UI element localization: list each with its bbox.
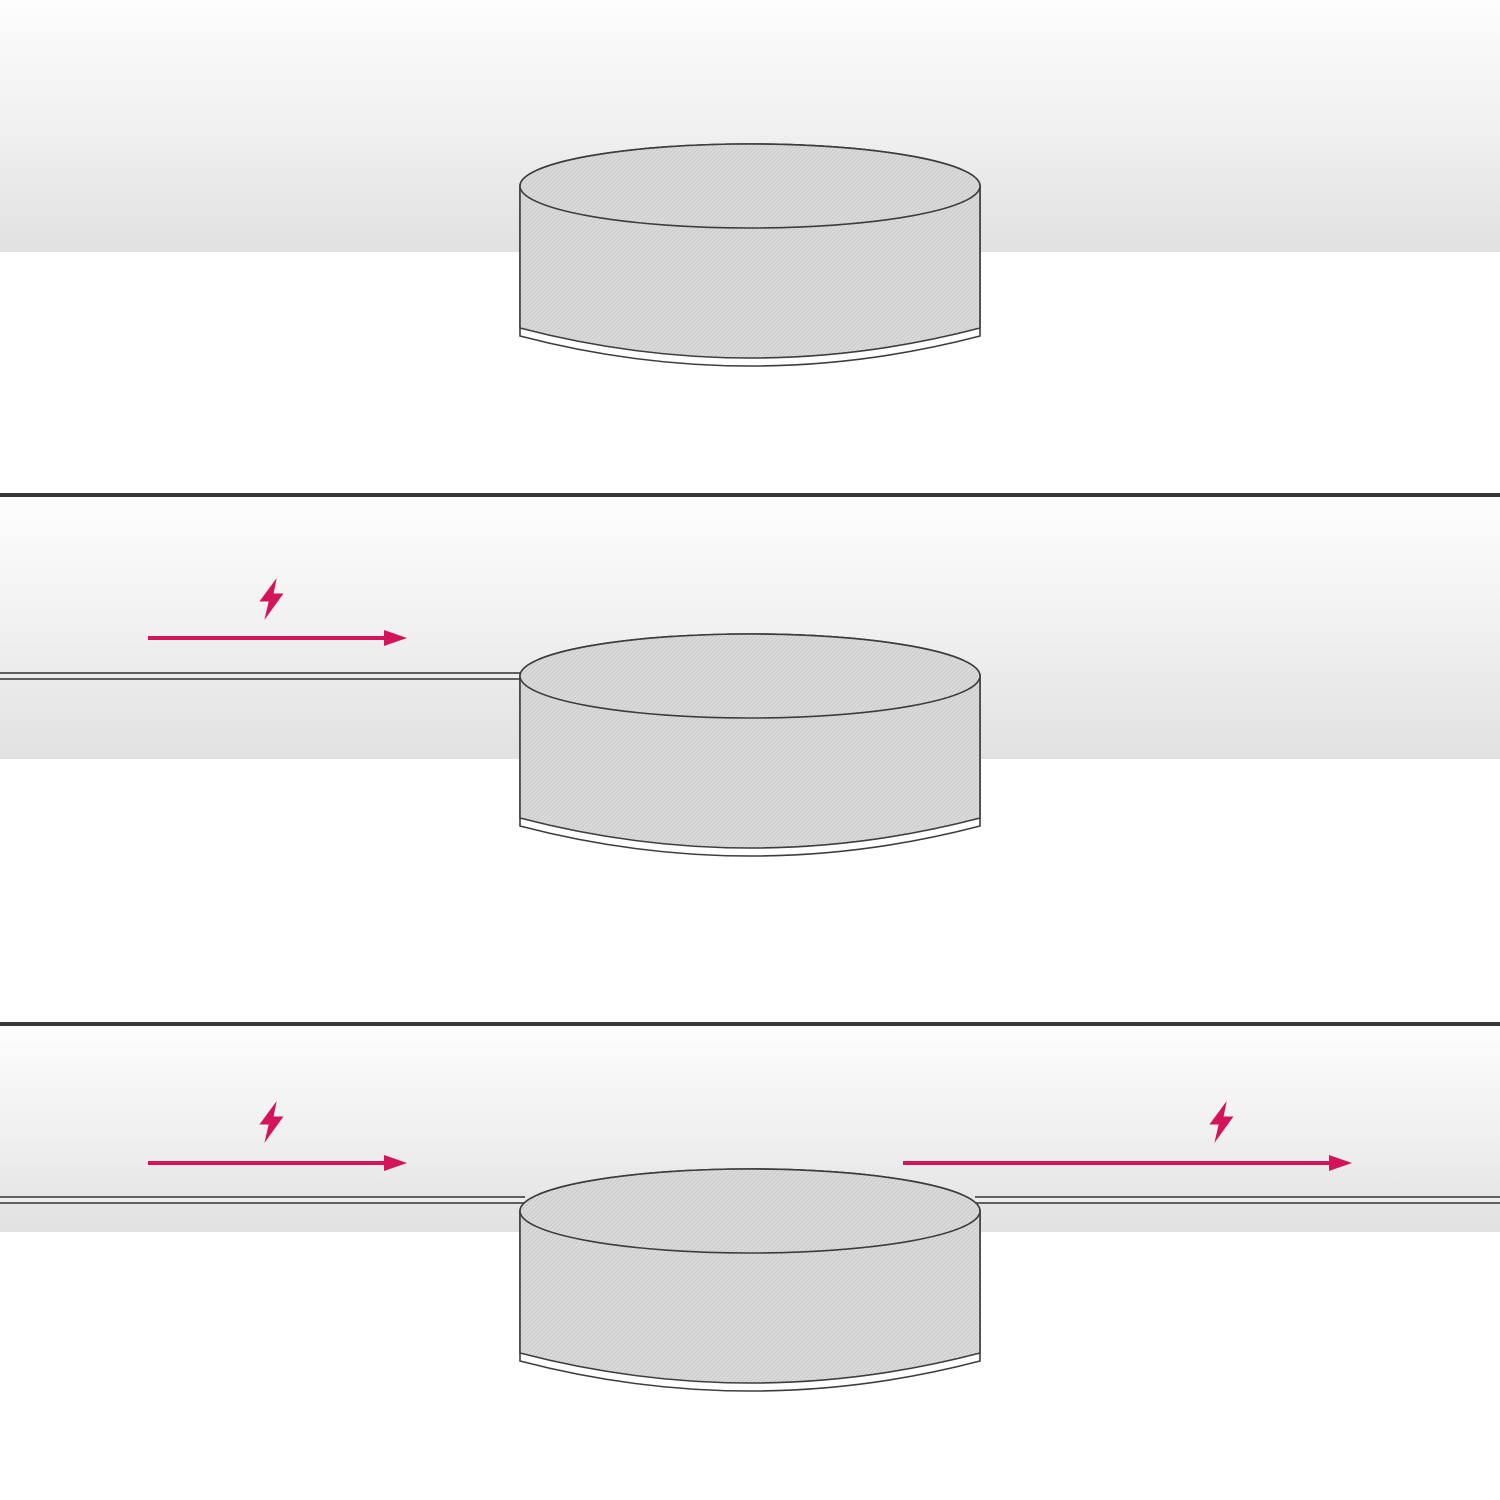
panel-divider bbox=[0, 493, 1500, 497]
lightning-bolt-icon bbox=[259, 578, 284, 620]
power-cable-left bbox=[0, 672, 525, 680]
shade-top-face bbox=[519, 143, 981, 229]
drum-lampshade bbox=[519, 633, 981, 857]
power-flow-left bbox=[148, 1101, 408, 1176]
power-flow-right bbox=[903, 1101, 1353, 1176]
drum-lampshade bbox=[519, 143, 981, 367]
panel-lamp-no-cable bbox=[0, 0, 1500, 493]
arrow-right-icon bbox=[148, 1155, 407, 1171]
power-flow-left bbox=[148, 578, 408, 653]
shade-top-face bbox=[519, 633, 981, 719]
panel-divider bbox=[0, 1022, 1500, 1026]
power-cable-right bbox=[975, 1196, 1500, 1204]
panel-lamp-cable-pass-through bbox=[0, 1022, 1500, 1500]
lightning-bolt-icon bbox=[1209, 1101, 1234, 1143]
arrow-right-icon bbox=[148, 630, 407, 646]
arrow-right-icon bbox=[903, 1155, 1352, 1171]
power-cable-left bbox=[0, 1196, 525, 1204]
drum-lampshade bbox=[519, 1168, 981, 1392]
shade-top-face bbox=[519, 1168, 981, 1254]
lightning-bolt-icon bbox=[259, 1101, 284, 1143]
panel-lamp-cable-entry-left bbox=[0, 493, 1500, 1022]
